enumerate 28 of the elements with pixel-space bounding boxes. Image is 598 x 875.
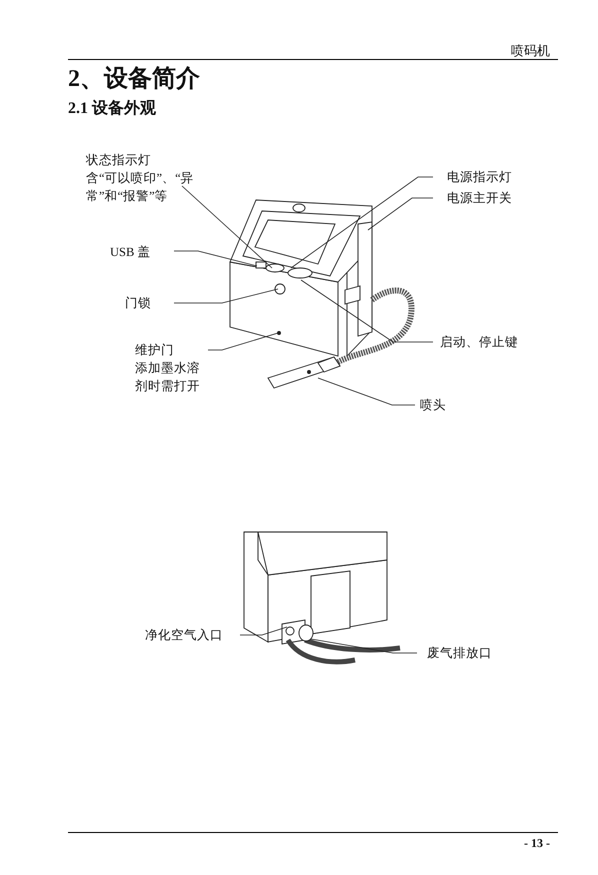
callout-label: 废气排放口 — [427, 644, 492, 662]
callout-label: 喷头 — [420, 396, 446, 414]
subsection-heading: 2.1 设备外观 — [68, 98, 156, 119]
page-header: 喷码机 — [511, 42, 550, 60]
leader-line — [290, 176, 434, 268]
picture — [244, 532, 400, 664]
picture — [229, 200, 414, 389]
callout-label: USB 盖 — [110, 243, 150, 261]
leader-line — [368, 198, 434, 230]
leader-line — [240, 626, 288, 636]
leader-line — [174, 250, 258, 266]
callout-label: 电源指示灯 — [447, 168, 512, 186]
callout-note: 含“可以喷印”、“异常”和“报警”等 — [86, 170, 195, 205]
leader-line — [182, 186, 272, 268]
leader-line — [174, 288, 278, 304]
callout-label: 门锁 — [125, 294, 151, 312]
callout-label: 电源主开关 — [447, 189, 512, 207]
callout-label: 净化空气入口 — [145, 626, 223, 644]
section-title: 2、设备简介 — [68, 64, 200, 94]
leader-line — [310, 638, 418, 654]
callout-label: 状态指示灯 — [86, 152, 152, 169]
page-number: - 13 - — [524, 836, 550, 851]
leader-line — [300, 280, 434, 342]
callout-label: 启动、停止键 — [440, 333, 518, 351]
callout-note: 添加墨水溶剂时需打开 — [135, 360, 201, 395]
leader-line — [318, 378, 416, 406]
leader-line — [208, 332, 278, 350]
callout-label: 维护门 — [135, 342, 175, 359]
